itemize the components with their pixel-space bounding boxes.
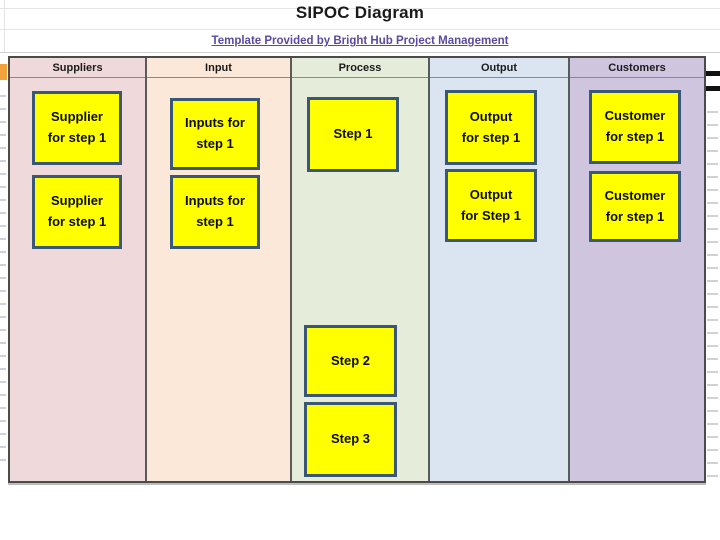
row-gridline-ticks-right xyxy=(707,100,718,483)
box-supplier-step1-a[interactable]: Supplier for step 1 xyxy=(32,91,122,165)
box-supplier-step1-b[interactable]: Supplier for step 1 xyxy=(32,175,122,249)
row-gridline-ticks-left xyxy=(0,84,6,472)
box-inputs-step1-b[interactable]: Inputs for step 1 xyxy=(170,175,260,249)
box-process-step2[interactable]: Step 2 xyxy=(304,325,397,397)
row-header-selection-marker xyxy=(0,64,7,80)
box-customer-step1-b[interactable]: Customer for step 1 xyxy=(589,171,681,242)
box-output-step1-b[interactable]: Output for Step 1 xyxy=(445,169,537,242)
cropped-object-mark-bottom xyxy=(706,86,720,91)
box-customer-step1-a[interactable]: Customer for step 1 xyxy=(589,90,681,164)
worksheet-gridline xyxy=(0,29,720,30)
box-process-step3[interactable]: Step 3 xyxy=(304,402,397,477)
box-inputs-step1-a[interactable]: Inputs for step 1 xyxy=(170,98,260,170)
column-header-process: Process xyxy=(292,58,428,78)
column-header-suppliers: Suppliers xyxy=(10,58,145,78)
box-output-step1-a[interactable]: Output for step 1 xyxy=(445,90,537,165)
template-credit-link[interactable]: Template Provided by Bright Hub Project … xyxy=(211,35,509,47)
sipoc-table: Suppliers Input Process Output Customers… xyxy=(8,56,706,483)
box-process-step1[interactable]: Step 1 xyxy=(307,97,399,172)
column-header-output: Output xyxy=(430,58,568,78)
page-title: SIPOC Diagram xyxy=(295,3,425,22)
worksheet-gridline xyxy=(0,52,720,53)
worksheet-gridline xyxy=(0,8,720,9)
column-header-input: Input xyxy=(147,58,290,78)
subtitle-row: Template Provided by Bright Hub Project … xyxy=(0,31,720,49)
column-header-customers: Customers xyxy=(570,58,704,78)
worksheet-gridline xyxy=(4,0,5,52)
cropped-object-mark-top xyxy=(706,71,720,76)
